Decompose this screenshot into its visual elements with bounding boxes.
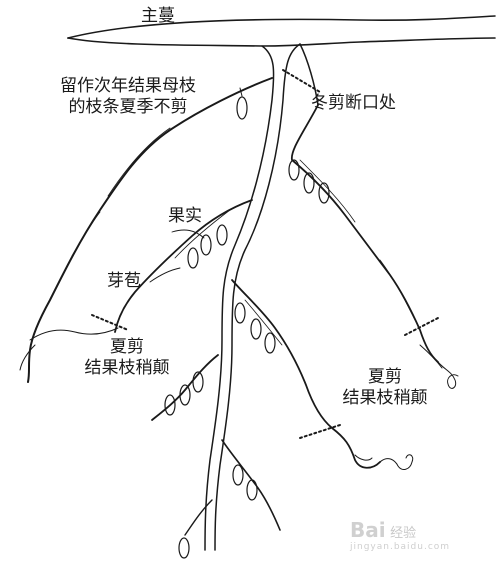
summer-cut-lower-line <box>299 424 341 439</box>
retained-branch-label-line2: 的枝条夏季不剪 <box>68 97 188 117</box>
fruit-lower-left-1 <box>192 371 204 393</box>
summer-cut-right-line <box>404 317 439 336</box>
fruiting-branch-upper <box>114 199 253 333</box>
fruit-lower-right-2 <box>246 479 258 501</box>
fruit-right-1 <box>288 159 300 181</box>
fruit-lower-left-3 <box>164 394 176 416</box>
fruit-lower-right-1 <box>232 464 244 486</box>
main-vine-label: 主蔓 <box>141 6 175 26</box>
fruit-mid-3 <box>264 332 276 354</box>
middle-right-tendril-2 <box>354 454 373 461</box>
main-vine-lower-edge <box>67 37 496 47</box>
summer-cut-right-label-line1: 夏剪 <box>368 367 402 387</box>
bud-label: 芽苞 <box>107 271 141 291</box>
watermark: Bai 经验 jingyan.baidu.com <box>350 518 450 552</box>
fruit-mid-1 <box>234 302 246 324</box>
winter-cut-stub <box>299 43 319 106</box>
fruit-right-3 <box>318 182 330 204</box>
summer-cut-left-line <box>91 314 129 331</box>
right-branch <box>291 104 439 363</box>
right-branch-tendril-2 <box>419 344 443 369</box>
summer-cut-right-label: 夏剪 结果枝稍颠 <box>330 367 440 409</box>
fruit-bottom <box>178 537 190 559</box>
retained-branch-tendril <box>29 327 119 341</box>
fruit-upper-3 <box>187 247 199 269</box>
winter-cut-line <box>282 69 321 93</box>
fruit-leader <box>171 229 205 239</box>
fruit-stem-top <box>239 87 243 97</box>
trunk-left-edge <box>204 45 275 551</box>
watermark-brand: Bai <box>350 518 386 542</box>
lower-right-branch <box>221 439 281 531</box>
summer-cut-left-label-line2: 结果枝稍颠 <box>84 358 170 378</box>
right-branch-tendril <box>437 361 459 389</box>
fruit-lower-left-2 <box>179 384 191 406</box>
fruit-mid-2 <box>250 318 262 340</box>
fruit-top <box>236 96 248 120</box>
retained-branch-label-line1: 留作次年结果母枝 <box>60 76 196 96</box>
middle-right-branch-hair <box>244 299 283 346</box>
middle-right-tendril <box>379 454 414 470</box>
lower-left-branch <box>151 354 219 421</box>
bud-leader <box>149 267 181 283</box>
main-vine <box>67 15 496 39</box>
middle-right-branch <box>231 279 381 469</box>
summer-cut-right-label-line2: 结果枝稍颠 <box>342 388 428 408</box>
bottom-left-branch <box>184 499 213 536</box>
winter-cut-label: 冬剪断口处 <box>311 93 396 113</box>
fruit-label: 果实 <box>168 206 202 226</box>
fruit-upper-2 <box>200 234 212 256</box>
fruit-upper-1 <box>216 224 228 246</box>
summer-cut-left-label-line1: 夏剪 <box>110 337 144 357</box>
retained-branch-tendril-2 <box>19 344 36 371</box>
watermark-brand-cn: 经验 <box>390 526 417 541</box>
summer-cut-left-label: 夏剪 结果枝稍颠 <box>72 337 182 379</box>
retained-branch-hair <box>71 127 171 257</box>
fruiting-branch-upper-hair <box>174 209 231 259</box>
retained-branch-label: 留作次年结果母枝 的枝条夏季不剪 <box>28 76 228 118</box>
fruit-right-2 <box>303 172 315 194</box>
watermark-url: jingyan.baidu.com <box>350 542 451 552</box>
trunk-right-edge <box>214 43 301 551</box>
